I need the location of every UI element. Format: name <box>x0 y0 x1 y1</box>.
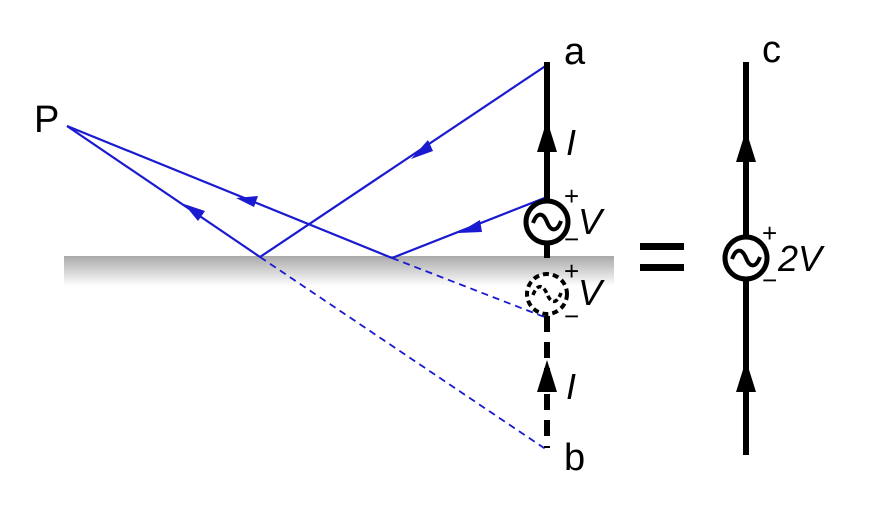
ground-plane <box>64 256 614 286</box>
ray-ground-to-p <box>66 125 261 258</box>
real-antenna <box>523 62 571 258</box>
current-arrow-top <box>537 120 557 152</box>
image-antenna <box>525 272 569 448</box>
label-bottom-b: b <box>564 437 585 479</box>
label-source-equiv: 2V <box>777 238 825 279</box>
equiv-current-arrow-bottom <box>736 360 756 392</box>
image-ray-from-image-source <box>391 257 548 319</box>
label-source-image: V <box>578 272 605 313</box>
equivalent-antenna <box>722 62 770 455</box>
ray-arrow-2 <box>458 220 482 233</box>
ray-group <box>66 64 548 451</box>
equals-sign <box>640 243 684 271</box>
label-right-c: c <box>762 29 781 71</box>
label-plus-image: + <box>564 256 579 286</box>
label-minus-image: − <box>564 301 579 331</box>
ray-arrow-1 <box>411 140 433 159</box>
ray-ground2-to-p <box>66 124 393 260</box>
image-ray-from-b <box>259 256 548 451</box>
ac-source-icon <box>523 198 571 246</box>
label-source-real: V <box>578 201 605 242</box>
ac-source-image-icon <box>525 272 569 316</box>
label-current-top: I <box>566 122 576 163</box>
label-plus-equiv: + <box>762 218 777 248</box>
label-minus-real: − <box>564 224 579 254</box>
equiv-current-arrow-top <box>736 130 756 162</box>
ac-source-equiv-icon <box>722 234 770 282</box>
label-current-bottom: I <box>566 366 576 407</box>
label-plus-real: + <box>564 181 579 211</box>
current-arrow-bottom <box>537 360 557 392</box>
label-point-p: P <box>34 99 59 141</box>
ray-a-to-ground <box>259 64 548 258</box>
ray-arrow-4 <box>184 204 205 221</box>
ray-arrow-3 <box>236 196 258 207</box>
label-top-a: a <box>564 31 586 73</box>
label-minus-equiv: − <box>762 265 777 295</box>
